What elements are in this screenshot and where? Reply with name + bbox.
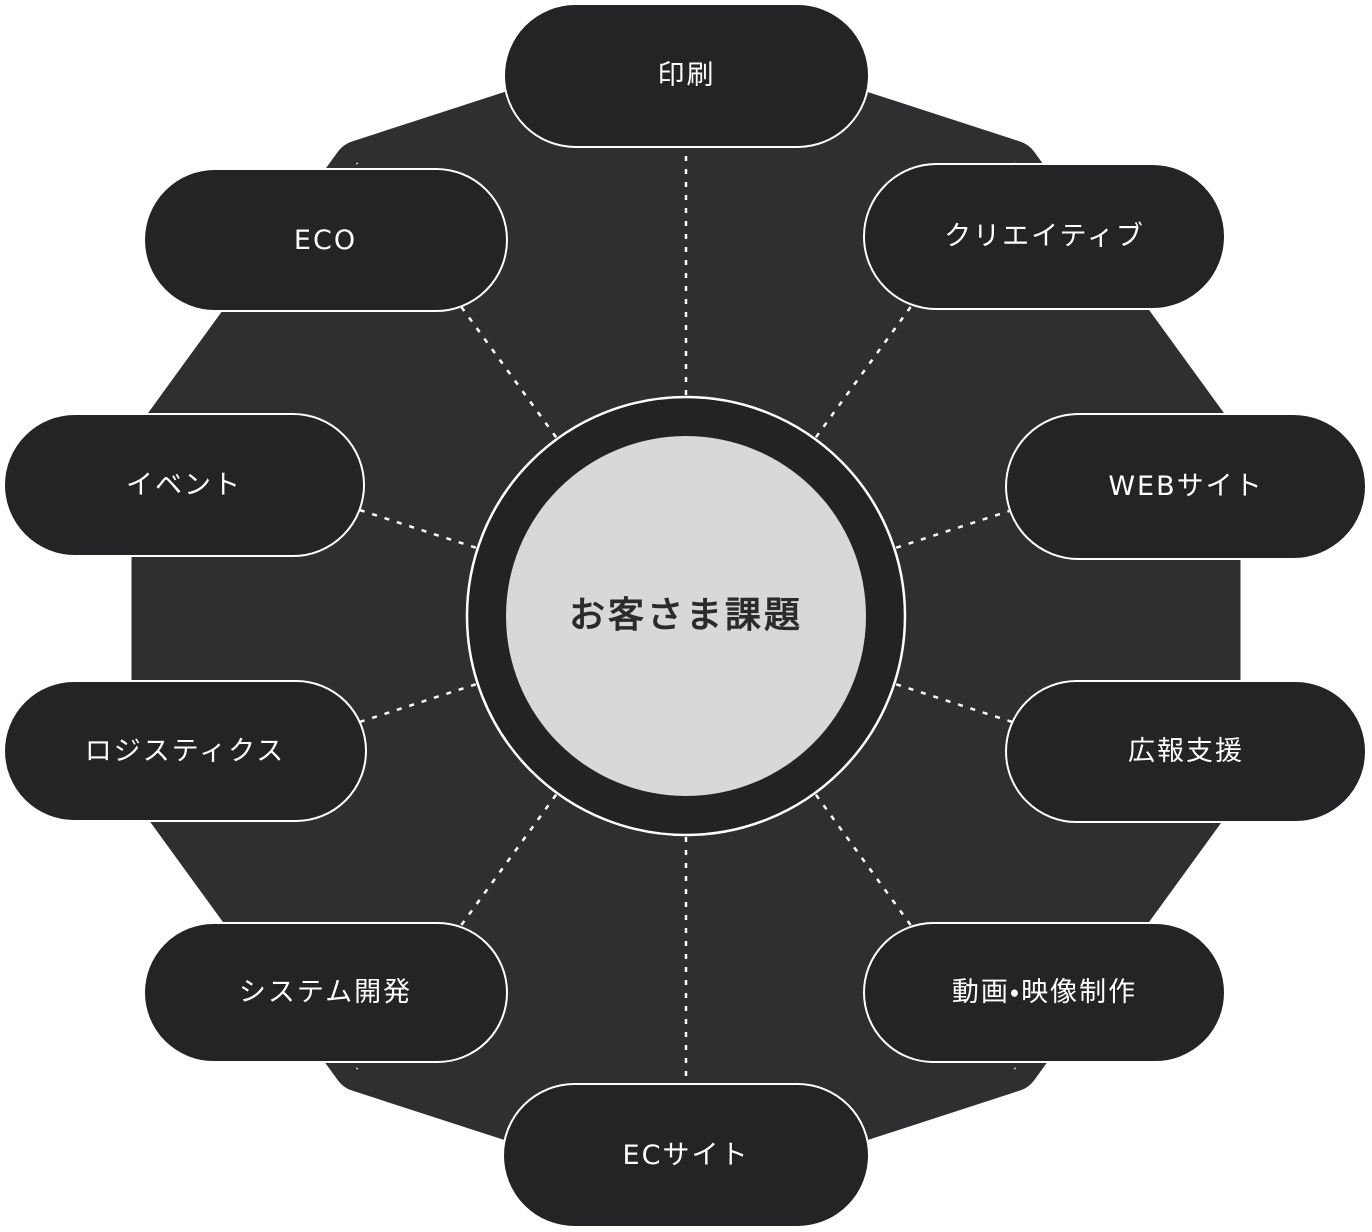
node-label-pr-support: 広報支援 (1128, 736, 1244, 767)
node-pill-pr-support: 広報支援 (1005, 680, 1367, 823)
node-label-print: 印刷 (657, 60, 716, 91)
node-label-logistics: ロジスティクス (84, 735, 286, 767)
node-pill-ec-site: ECサイト (502, 1083, 870, 1228)
node-pill-web-site: WEBサイト (1005, 413, 1367, 560)
node-label-eco: ECO (293, 224, 358, 256)
node-pill-system-development: システム開発 (143, 922, 508, 1063)
node-pill-video-production: 動画・映像制作 (863, 922, 1226, 1063)
node-pill-event: イベント (3, 413, 365, 557)
node-pill-logistics: ロジスティクス (3, 680, 367, 822)
node-label-web-site: WEBサイト (1108, 471, 1264, 502)
node-label-video-production: 動画・映像制作 (951, 977, 1138, 1008)
node-pill-creative: クリエイティブ (863, 163, 1226, 310)
node-label-event: イベント (126, 469, 242, 501)
node-pill-print: 印刷 (503, 3, 870, 148)
node-label-system-development: システム開発 (238, 977, 413, 1008)
node-label-creative: クリエイティブ (944, 221, 1145, 252)
center-label: お客さま課題 (568, 595, 804, 636)
node-label-ec-site: ECサイト (622, 1140, 750, 1171)
node-pill-eco: ECO (143, 168, 508, 312)
center-circle-inner (506, 436, 866, 796)
